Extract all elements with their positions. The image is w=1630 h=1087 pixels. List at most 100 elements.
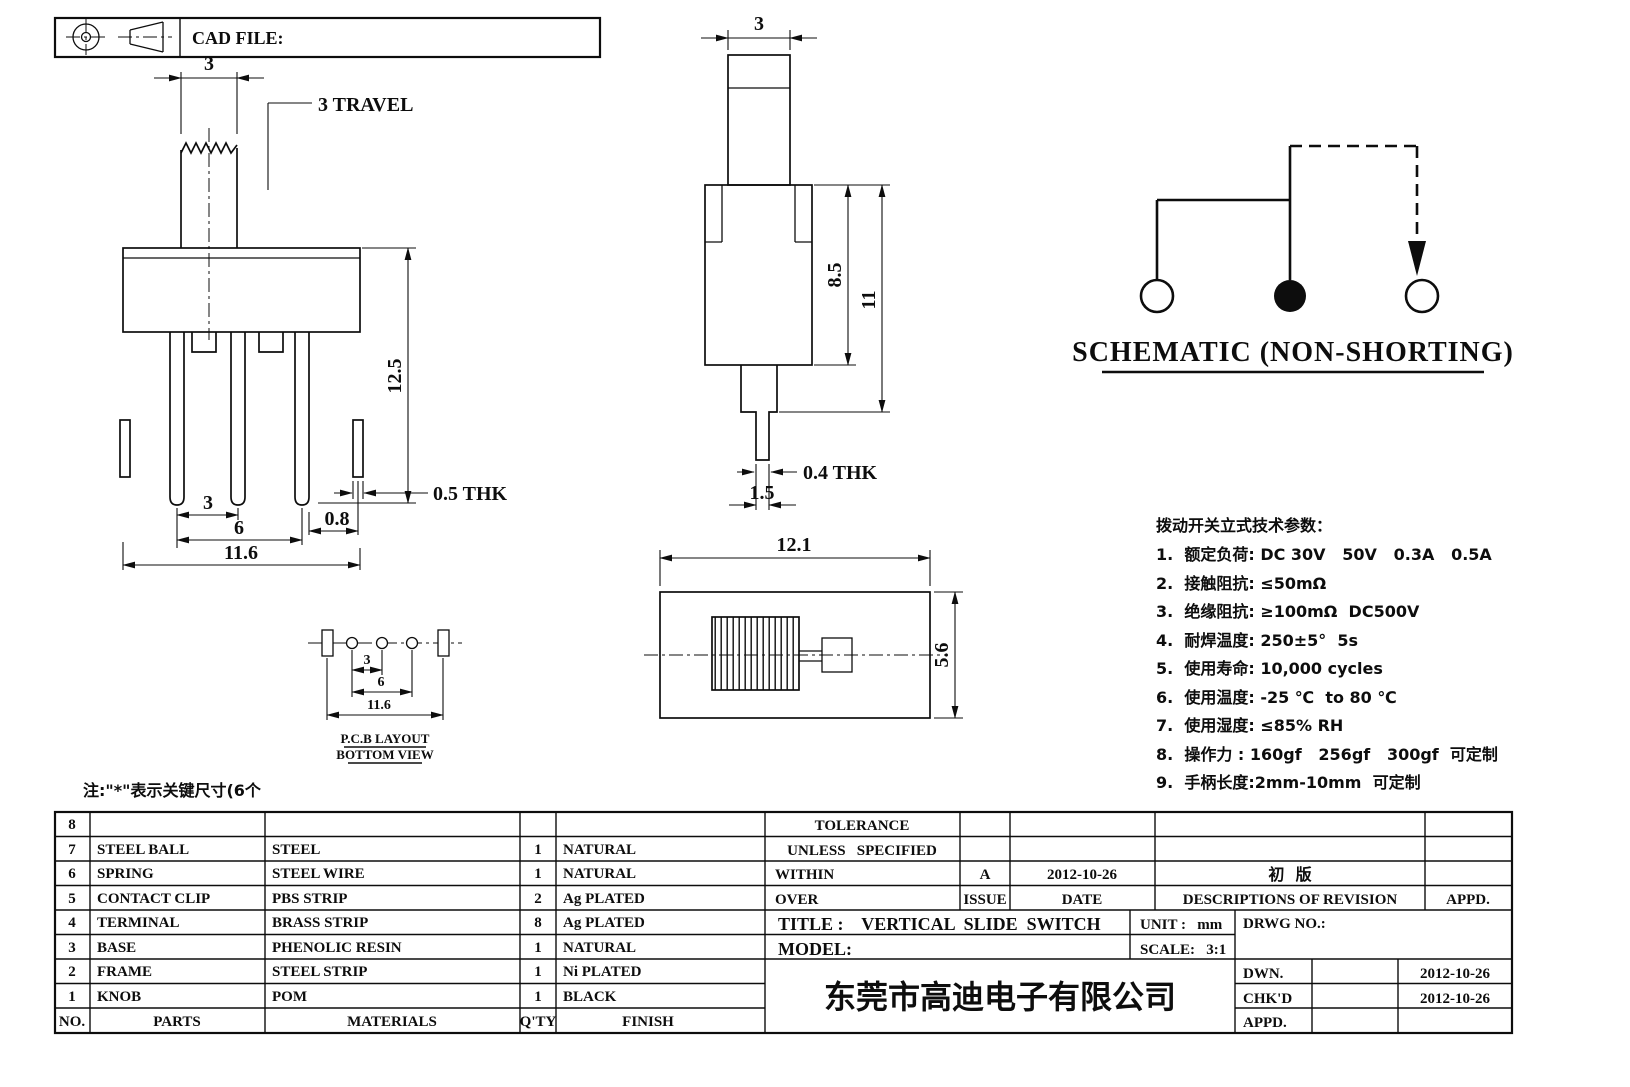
switch-body: [122, 247, 361, 333]
table-cell: PHENOLIC RESIN: [272, 940, 402, 956]
mounting-leg: [119, 419, 131, 478]
table-cell: SPRING: [97, 866, 154, 882]
over-label: OVER: [775, 892, 819, 908]
knob-slot-hatched: [711, 616, 800, 691]
revision-description: 初 版: [1268, 865, 1311, 884]
table-header-parts: PARTS: [153, 1014, 201, 1030]
dim-label: 3: [203, 492, 213, 514]
table-cell: TERMINAL: [97, 915, 180, 931]
dim-label: 6: [234, 517, 244, 539]
side-view-dimensions: 3 8.5 11 0.4 THK 1.5: [701, 13, 890, 510]
thk-label: 0.4 THK: [803, 462, 878, 484]
table-grid: [53, 810, 1514, 1035]
table-cell: POM: [272, 989, 307, 1005]
common-terminal-node: [1274, 280, 1306, 312]
terminal-pin: [294, 332, 310, 506]
dim-label: 11: [858, 291, 880, 310]
pcb-layout-label: P.C.B LAYOUT: [341, 731, 430, 746]
table-cell: NATURAL: [563, 842, 636, 858]
schematic-label: SCHEMATIC (NON-SHORTING): [1072, 337, 1514, 368]
issue-label: ISSUE: [963, 892, 1006, 908]
dim-label: 11.6: [367, 698, 391, 713]
cad-file-label: CAD FILE:: [192, 28, 284, 48]
pcb-slot: [437, 629, 450, 657]
dim-label: 12.1: [777, 534, 812, 556]
dim-label: 11.6: [224, 542, 258, 564]
parts-table: 8 7 STEEL BALL STEEL 1 NATURAL 6 SPRING …: [59, 817, 674, 1030]
table-cell: CONTACT CLIP: [97, 891, 210, 907]
terminal-node: [1139, 278, 1175, 314]
spec-item: 7. 使用湿度: ≤85% RH: [1156, 716, 1343, 735]
date-label: DATE: [1062, 892, 1103, 908]
side-view: [704, 54, 813, 461]
descriptions-label: DESCRIPTIONS OF REVISION: [1183, 892, 1398, 908]
switch-body: [704, 184, 813, 366]
unit-label: UNIT : mm: [1140, 917, 1223, 933]
terminal-pin: [169, 332, 185, 506]
travel-label: 3 TRAVEL: [318, 94, 413, 116]
header-box: CAD FILE:: [53, 16, 602, 59]
key-dimension-note: 注:"*"表示关键尺寸(6个: [83, 781, 262, 800]
table-cell: 1: [534, 964, 542, 980]
arrow-icon: [1408, 241, 1426, 276]
header-box-frame: [53, 16, 602, 59]
mounting-leg: [352, 419, 364, 478]
table-cell: STEEL STRIP: [272, 964, 367, 980]
dim-label: 0.8: [325, 508, 350, 530]
table-cell: BLACK: [563, 989, 617, 1005]
spec-item: 2. 接触阻抗: ≤50mΩ: [1156, 574, 1327, 593]
spec-item: 6. 使用温度: -25 ℃ to 80 ℃: [1156, 688, 1397, 707]
model-label: MODEL:: [778, 939, 852, 959]
chkd-label: CHK'D: [1243, 991, 1292, 1007]
dim-label: 6: [378, 675, 385, 690]
table-header-finish: FINISH: [622, 1014, 674, 1030]
tolerance-label: TOLERANCE: [815, 818, 910, 834]
table-cell: 7: [68, 842, 76, 858]
within-label: WITHIN: [775, 867, 834, 883]
chkd-date: 2012-10-26: [1420, 991, 1490, 1007]
terminal-pin: [740, 365, 778, 461]
dim-label: 3: [204, 53, 214, 75]
table-cell: NATURAL: [563, 940, 636, 956]
revision-issue: A: [980, 867, 991, 883]
title-block: TOLERANCE UNLESS SPECIFIED WITHIN OVER A…: [775, 818, 1490, 1031]
bottom-view-label: BOTTOM VIEW: [336, 747, 433, 762]
table-cell: BASE: [97, 940, 136, 956]
spec-item: 9. 手柄长度:2mm-10mm 可定制: [1156, 773, 1421, 792]
spec-item: 5. 使用寿命: 10,000 cycles: [1156, 659, 1383, 678]
pcb-hole: [345, 636, 359, 650]
table-cell: 4: [68, 915, 76, 931]
table-cell: 8: [534, 915, 542, 931]
table-cell: 2: [534, 891, 542, 907]
table-cell: 6: [68, 866, 76, 882]
table-header-no: NO.: [59, 1014, 86, 1030]
table-header-materials: MATERIALS: [347, 1014, 437, 1030]
dim-label: 5.6: [931, 643, 953, 668]
dim-label: 1.5: [750, 482, 775, 504]
table-cell: FRAME: [97, 964, 152, 980]
pcb-hole: [375, 636, 389, 650]
spec-item: 4. 耐焊温度: 250±5° 5s: [1156, 631, 1358, 650]
table-cell: PBS STRIP: [272, 891, 347, 907]
table-cell: 5: [68, 891, 76, 907]
table-cell: 1: [534, 842, 542, 858]
front-view-dimensions: 3 3 TRAVEL 12.5 0.5 THK 3 6 0.8 11.6: [122, 53, 508, 570]
table-cell: 2: [68, 964, 76, 980]
knob: [727, 54, 791, 186]
specs-title: 拨动开关立式技术参数：: [1156, 516, 1332, 535]
front-view: [119, 128, 364, 506]
projection-symbol-icon: [66, 19, 172, 55]
pcb-layout: 3 6 11.6 P.C.B LAYOUT BOTTOM VIEW: [308, 629, 462, 764]
table-cell: KNOB: [97, 989, 141, 1005]
contact-detail: [821, 637, 853, 673]
table-cell: NATURAL: [563, 866, 636, 882]
drwg-no-label: DRWG NO.:: [1243, 916, 1326, 932]
dim-label: 8.5: [824, 263, 846, 288]
spec-item: 3. 绝缘阻抗: ≥100mΩ DC500V: [1156, 602, 1420, 621]
terminal-pin: [230, 332, 246, 506]
spec-item: 1. 额定负荷: DC 30V 50V 0.3A 0.5A: [1156, 545, 1492, 564]
table-cell: 1: [68, 989, 76, 1005]
technical-specs: 拨动开关立式技术参数： 1. 额定负荷: DC 30V 50V 0.3A 0.5…: [1156, 516, 1498, 792]
table-cell: Ag PLATED: [563, 915, 645, 931]
